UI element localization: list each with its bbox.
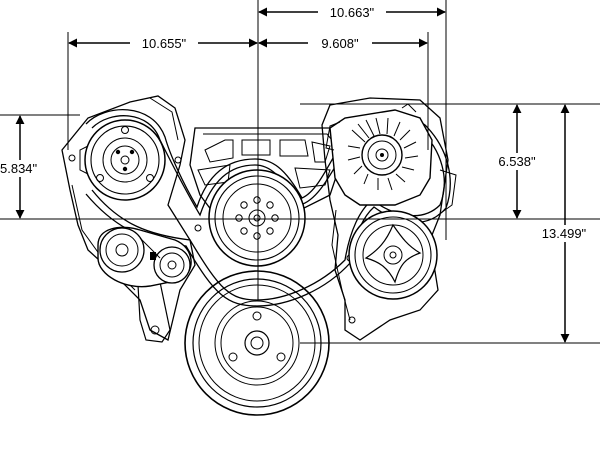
dim-label-total-height: 13.499" [542,226,587,241]
power-steering-pulley [348,210,438,300]
dim-label-right: 9.608" [321,36,359,51]
water-pump-pulley [208,169,306,267]
dim-label-left: 10.655" [142,36,187,51]
ac-compressor-pulley [79,119,166,201]
dim-label-left-height: 5.834" [0,161,38,176]
alternator [325,103,433,206]
crank-pulley [184,270,330,416]
idler-pulley [97,226,192,288]
dim-label-right-height: 6.538" [498,154,536,169]
dim-label-top-right: 10.663" [330,5,375,20]
